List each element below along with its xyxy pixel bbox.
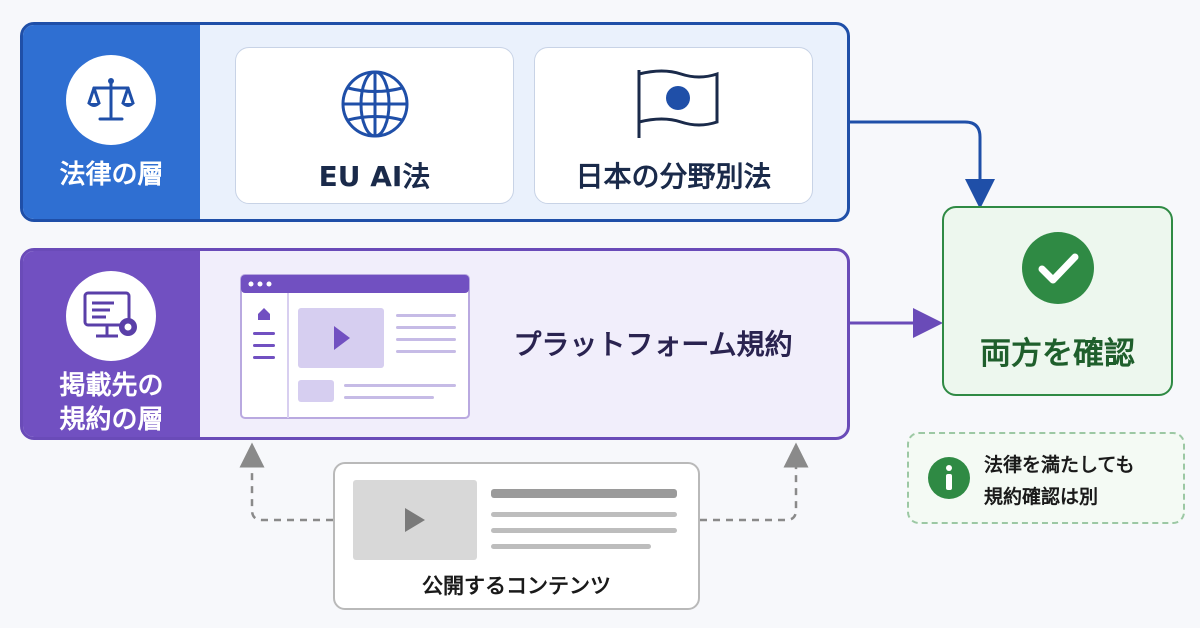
legal-to-result-arrow bbox=[850, 120, 995, 209]
legal-layer: 法律の層 EU AI法 日本の分野別法 bbox=[20, 22, 850, 222]
japan-sector-law-card: 日本の分野別法 bbox=[534, 47, 813, 204]
note-line1: 法律を満たしても bbox=[984, 454, 1135, 476]
video-thumbnail-icon bbox=[353, 480, 681, 560]
note-line2: 規約確認は別 bbox=[984, 486, 1099, 508]
content-to-platform-right-arrow bbox=[700, 442, 809, 522]
globe-icon bbox=[339, 68, 411, 144]
platform-layer-label-line1: 掲載先の bbox=[59, 371, 164, 401]
platform-layer-label-line2: 規約の層 bbox=[59, 405, 164, 435]
info-icon bbox=[927, 456, 971, 504]
eu-ai-law-label: EU AI法 bbox=[318, 160, 431, 193]
platform-terms-layer: 掲載先の 規約の層 プラットフォーム規約 bbox=[20, 248, 850, 440]
published-content-card: 公開するコンテンツ bbox=[333, 462, 700, 610]
platform-terms-label: プラットフォーム規約 bbox=[513, 328, 793, 361]
japan-flag-icon bbox=[633, 68, 721, 144]
check-circle-icon bbox=[1020, 230, 1096, 310]
result-label: 両方を確認 bbox=[980, 336, 1135, 372]
platform-window-illustration bbox=[240, 274, 470, 419]
content-to-platform-left-arrow bbox=[239, 442, 333, 522]
legal-layer-side-panel: 法律の層 bbox=[23, 25, 200, 219]
result-box: 両方を確認 bbox=[942, 206, 1173, 396]
eu-ai-law-card: EU AI法 bbox=[235, 47, 514, 204]
platform-layer-side-panel: 掲載先の 規約の層 bbox=[23, 251, 200, 437]
monitor-settings-icon bbox=[66, 271, 156, 361]
legal-layer-label: 法律の層 bbox=[59, 160, 164, 190]
japan-sector-law-label: 日本の分野別法 bbox=[575, 160, 772, 193]
published-content-label: 公開するコンテンツ bbox=[422, 574, 611, 598]
scales-icon bbox=[66, 55, 156, 145]
note-box: 法律を満たしても 規約確認は別 bbox=[907, 432, 1185, 524]
